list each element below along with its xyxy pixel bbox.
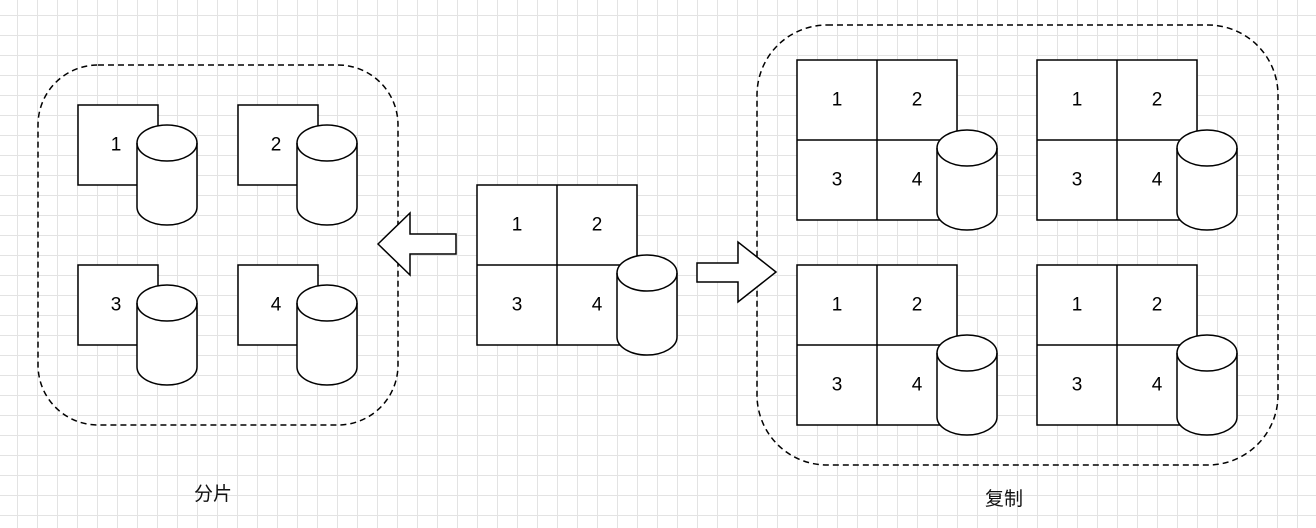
table-cell: 3 <box>512 295 523 316</box>
replica-1: 1 2 3 4 <box>796 59 998 231</box>
shard-1: 1 <box>77 104 198 226</box>
replica-4: 1 2 3 4 <box>1036 264 1238 436</box>
table-cell: 2 <box>1152 90 1163 111</box>
database-icon <box>296 124 358 226</box>
table-cell: 3 <box>832 170 843 191</box>
left-arrow-icon <box>376 211 457 277</box>
shard-number: 4 <box>271 295 282 316</box>
shard-4: 4 <box>237 264 358 386</box>
replication-group-border <box>756 24 1279 466</box>
table-cell: 1 <box>832 295 843 316</box>
shard-3: 3 <box>77 264 198 386</box>
table-cell: 1 <box>512 215 523 236</box>
database-icon <box>296 284 358 386</box>
source-table: 1 2 3 4 <box>476 184 678 356</box>
table-cell: 1 <box>1072 90 1083 111</box>
database-icon <box>1176 129 1238 231</box>
table-cell: 3 <box>1072 170 1083 191</box>
table-cell: 2 <box>912 295 923 316</box>
table-cell: 2 <box>912 90 923 111</box>
shard-number: 3 <box>111 295 122 316</box>
table-cell: 1 <box>832 90 843 111</box>
database-icon <box>1176 334 1238 436</box>
table-cell: 4 <box>1152 170 1163 191</box>
database-icon <box>616 254 678 356</box>
table-cell: 2 <box>592 215 603 236</box>
database-icon <box>136 124 198 226</box>
shard-number: 2 <box>271 135 282 156</box>
replication-label: 复制 <box>985 488 1024 510</box>
replica-2: 1 2 3 4 <box>1036 59 1238 231</box>
sharding-label: 分片 <box>194 483 233 505</box>
table-cell: 4 <box>592 295 603 316</box>
shard-2: 2 <box>237 104 358 226</box>
table-cell: 4 <box>912 375 923 396</box>
table-cell: 2 <box>1152 295 1163 316</box>
right-arrow-icon <box>696 240 778 304</box>
database-icon <box>936 129 998 231</box>
replica-3: 1 2 3 4 <box>796 264 998 436</box>
table-cell: 1 <box>1072 295 1083 316</box>
database-icon <box>136 284 198 386</box>
shard-number: 1 <box>111 135 122 156</box>
database-icon <box>936 334 998 436</box>
table-cell: 3 <box>1072 375 1083 396</box>
table-cell: 4 <box>912 170 923 191</box>
table-cell: 3 <box>832 375 843 396</box>
table-cell: 4 <box>1152 375 1163 396</box>
